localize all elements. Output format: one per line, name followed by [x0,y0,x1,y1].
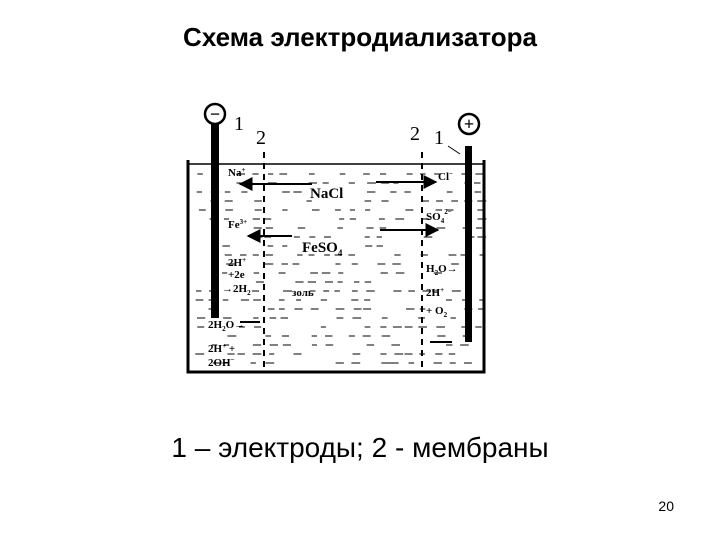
cathode-sign: − [210,104,220,124]
center-sol: золь [292,287,314,299]
label-electrode-left: 1 [234,113,244,135]
cathode-electrode [211,124,219,318]
center-salt-feso4: FeSO4 [302,240,343,258]
cathode-terminal-icon [203,102,227,126]
left-ion-na: Na+ [228,166,245,179]
label-electrode-right: 1 [434,127,444,149]
center-salt-nacl: NaCl [310,186,343,202]
label-membrane-right: 2 [410,123,420,145]
left-ion-fe: Fe3+ [228,218,247,231]
electrodialyzer-diagram: − + 1 2 2 1 Na+ Fe3+ 2H+ +2e →2H2 2H2O→ … [186,102,487,374]
right-reaction-1: H2O→ [426,263,458,277]
left-reaction-3: →2H2 [222,283,251,297]
left-reaction-2: +2e [228,269,245,281]
pointer-line [447,145,461,155]
right-ion-so4: SO42− [426,208,452,225]
label-membrane-left: 2 [256,127,266,149]
caption: 1 – электроды; 2 - мембраны [171,432,549,463]
anode-electrode [465,146,472,342]
slide-title: Схема электродиализатора [183,22,537,52]
right-reaction-3: + O2 [426,305,448,319]
right-ion-cl: Cl− [438,170,453,183]
vessel [186,160,486,374]
page-number: 20 [658,498,674,514]
left-reaction-1: 2H+ [228,256,246,269]
left-reaction-6: 2OH− [208,356,235,369]
anode-sign: + [464,114,474,134]
anode-terminal-icon [457,112,481,136]
left-reaction-4: 2H2O→ [208,319,245,333]
right-reaction-2: 2H+ [426,286,444,299]
left-reaction-5: 2H+ + [208,342,235,355]
